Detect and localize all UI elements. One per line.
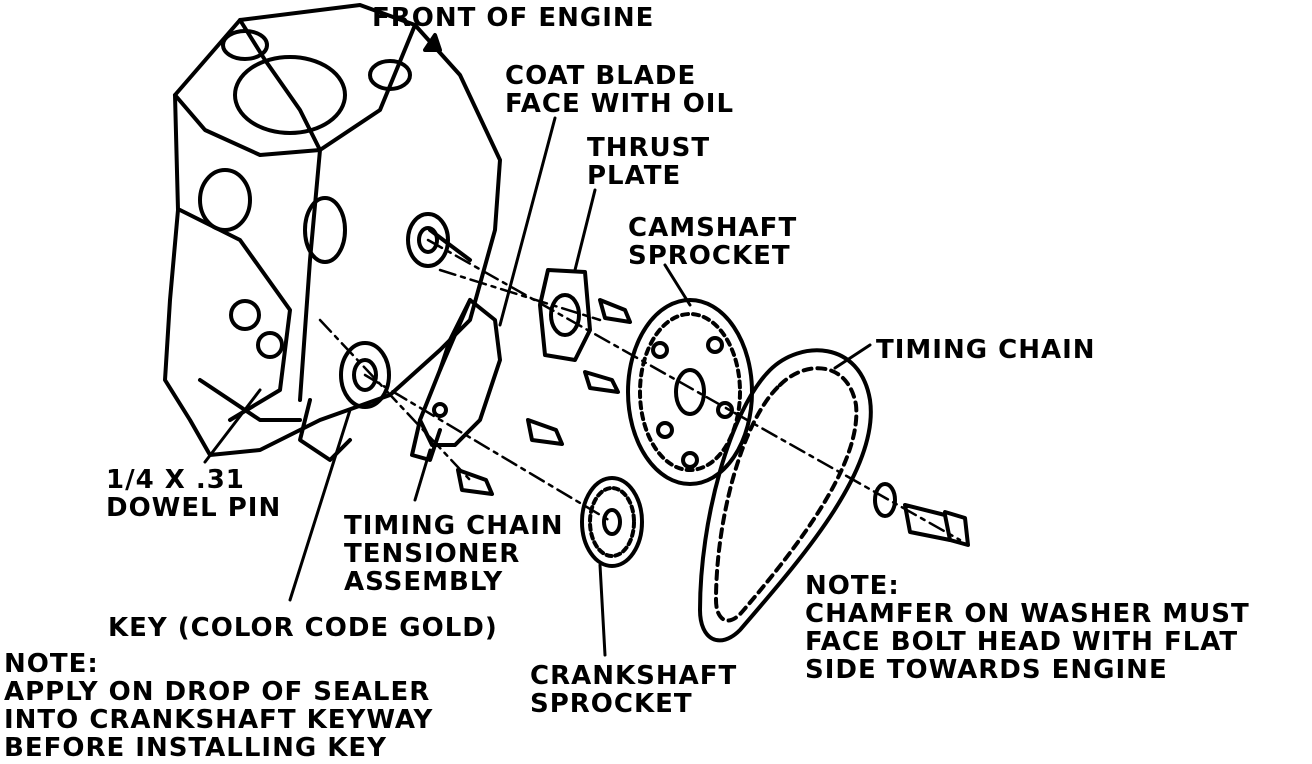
timing-chain [698,348,873,643]
crankshaft-sprocket [580,476,644,568]
engine-block [163,3,502,462]
bolts [456,298,632,496]
camshaft-sprocket [626,298,754,486]
assembly-centerlines [318,238,962,542]
label-front-of-engine: FRONT OF ENGINE [372,3,655,33]
label-key: KEY (COLOR CODE GOLD) [108,613,498,643]
label-coat-blade: COAT BLADE FACE WITH OIL [505,61,735,119]
thrust-plate [538,268,592,362]
label-tensioner: TIMING CHAIN TENSIONER ASSEMBLY [344,511,564,597]
crank-bore-boss [339,341,391,409]
label-crankshaft-sprocket: CRANKSHAFT SPROCKET [530,661,738,719]
note-left: NOTE: APPLY ON DROP OF SEALER INTO CRANK… [4,649,434,763]
label-thrust-plate: THRUST PLATE [587,133,711,191]
label-dowel-pin: 1/4 X .31 DOWEL PIN [106,465,282,523]
front-of-engine-arrow [423,33,442,52]
label-timing-chain: TIMING CHAIN [876,335,1096,365]
label-camshaft-sprocket: CAMSHAFT SPROCKET [628,213,798,271]
leader-lines [203,116,872,657]
cam-bore-boss [406,212,450,268]
camshaft-bolt [903,503,970,547]
tensioner-assembly [410,298,502,462]
note-right: NOTE: CHAMFER ON WASHER MUST FACE BOLT H… [805,571,1250,685]
washer [873,482,897,518]
